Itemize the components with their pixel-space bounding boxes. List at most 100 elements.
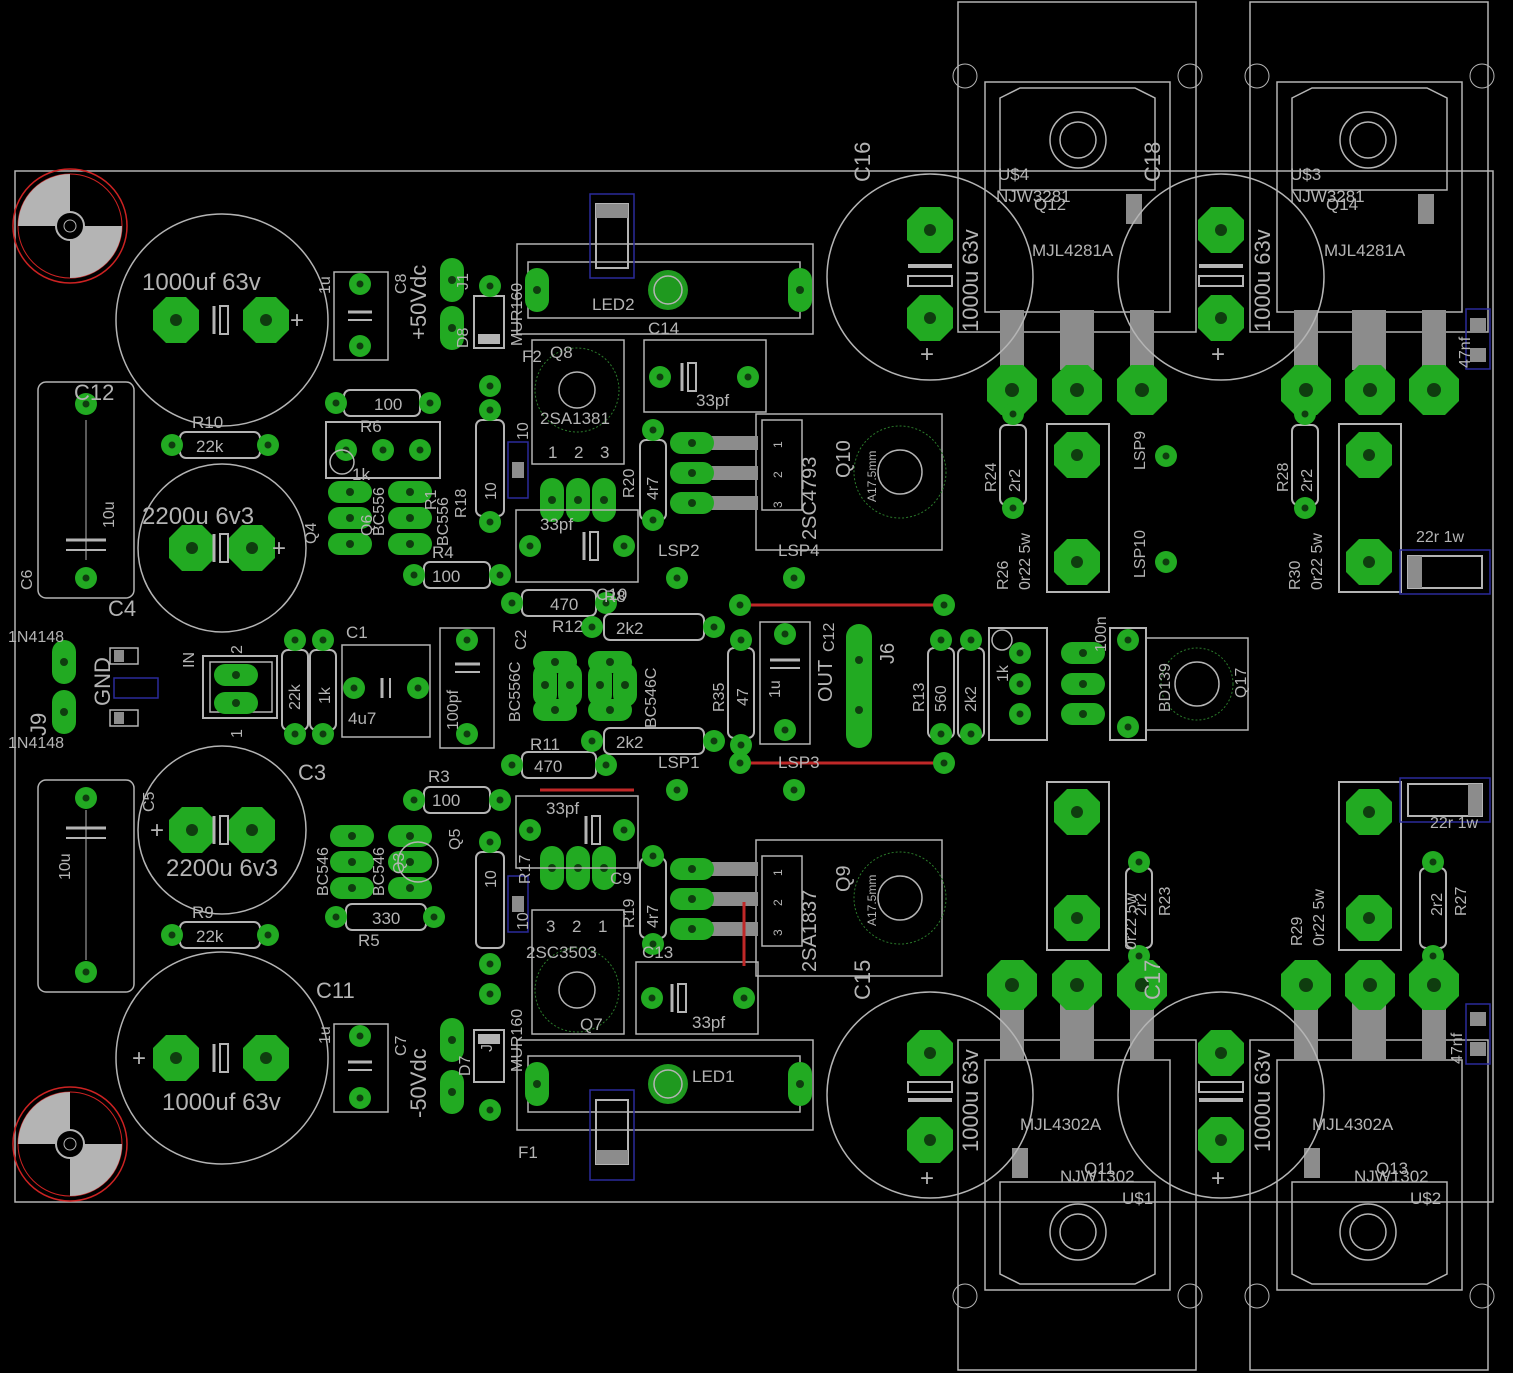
label-1n4148-a: 1N4148 [8, 629, 64, 646]
label-c17: C17 [1140, 960, 1165, 1000]
plus-c15: + [920, 1165, 934, 1192]
label-njw1302-a: NJW1302 [1060, 1167, 1135, 1186]
label-22r-top: 22r 1w [1416, 529, 1464, 546]
label-q11: Q11 [1084, 1159, 1115, 1178]
label-q7-pin1: 1 [598, 917, 607, 936]
plus-c16: + [920, 341, 934, 368]
resistor-r7 [581, 727, 725, 755]
diode-d8 [473, 275, 505, 397]
label-c18: C18 [1140, 142, 1165, 182]
label-q9-pin2: 2 [771, 899, 785, 906]
resistor-r10 [161, 431, 279, 459]
label-c16: C16 [850, 142, 875, 182]
label-r4: R4 [432, 543, 454, 562]
label-q8-pin2: 2 [574, 443, 583, 462]
label-c5-value: 10u [57, 853, 74, 880]
label-r23: R23 [1157, 887, 1174, 916]
trace-pad [933, 594, 955, 616]
label-njw3281-b: NJW3281 [1290, 187, 1365, 206]
label-us2: U$2 [1410, 1189, 1441, 1208]
label-mjl4302a-b: MJL4302A [1312, 1115, 1394, 1134]
label-c14-value: 33pf [696, 391, 729, 410]
label-c2: C2 [513, 629, 530, 650]
label-c3: C3 [298, 760, 326, 785]
resistor-r28 [1291, 403, 1319, 519]
label-in: IN [181, 652, 198, 668]
label-r10-value: 22k [196, 437, 224, 456]
label-r17-10: 10 [515, 912, 532, 930]
label-d7: D7 [457, 1055, 474, 1076]
resistor-100-top [325, 389, 441, 417]
label-q3: Q3 [391, 853, 408, 874]
capacitor-c9 [515, 795, 639, 869]
label-r14-value: 2k2 [963, 686, 980, 712]
label-bc556-a: BC556 [371, 487, 388, 536]
label-q8-pin1: 1 [548, 443, 557, 462]
transistor-pair-input [533, 651, 637, 721]
board-outline [14, 170, 1494, 1203]
label-a175-q10: A17.5mm [865, 451, 879, 502]
label-r13-value: 560 [933, 685, 950, 712]
label-us4: U$4 [998, 165, 1029, 184]
label-c8-value: 1u [317, 276, 334, 294]
label-c9: C9 [610, 869, 632, 888]
resistor-r24 [999, 403, 1027, 519]
label-lsp4: LSP4 [778, 541, 820, 560]
label-r8-value: 2k2 [616, 619, 643, 638]
label-r17-value: 10 [483, 870, 500, 888]
label-c16-value: 1000u 63v [958, 229, 983, 332]
resistor-r6 [325, 421, 441, 479]
label-minus50: -50Vdc [406, 1048, 431, 1118]
label-c4-value: 2200u 6v3 [142, 503, 254, 530]
capacitor-c11 [115, 951, 329, 1165]
mounting-hole-top [12, 168, 128, 284]
label-q10-pin1: 1 [771, 441, 785, 448]
output-pads-bottom [987, 960, 1459, 1010]
label-r20-value: 4r7 [645, 477, 662, 500]
label-c4: C4 [108, 596, 136, 621]
capacitor-c10 [515, 509, 639, 583]
resistor-r20 [639, 419, 667, 531]
label-bc556-b: BC556 [435, 497, 452, 546]
label-c12-left: C12 [74, 380, 114, 405]
label-c9-value: 33pf [546, 799, 579, 818]
resistor-r13-r14 [927, 629, 985, 745]
label-r30: R30 [1287, 561, 1304, 590]
label-100n: 100n [1093, 616, 1110, 652]
label-c18-value: 1000u 63v [1250, 229, 1275, 332]
resistor-r9 [161, 921, 279, 949]
label-r3: R3 [428, 767, 450, 786]
resistor-r4 [403, 561, 511, 589]
plus-c3: + [150, 817, 164, 844]
input-resistors [281, 629, 337, 745]
label-r12: R12 [552, 617, 583, 636]
label-c6: C6 [19, 569, 36, 590]
label-bc546-a: BC546 [315, 847, 332, 896]
label-r5-value: 330 [372, 909, 400, 928]
label-mjl4281a-a: MJL4281A [1032, 241, 1114, 260]
label-r1-value: 1k [317, 686, 334, 704]
label-c7-value: 1u [317, 1026, 334, 1044]
jack-j9 [52, 640, 159, 734]
lsp1-pad [666, 779, 688, 801]
label-q17: Q17 [1233, 668, 1250, 698]
input-connector [202, 655, 278, 719]
label-r7-value: 2k2 [616, 733, 643, 752]
transistor-q13-outline [1244, 1000, 1495, 1371]
label-mjl4302a-a: MJL4302A [1020, 1115, 1102, 1134]
capacitor-c4 [137, 463, 307, 633]
label-r29: R29 [1289, 917, 1306, 946]
label-q5: Q5 [447, 829, 464, 850]
capacitor-c7 [333, 1023, 389, 1113]
label-r26-value: 0r22 5w [1017, 533, 1034, 590]
label-q12: Q12 [1034, 195, 1066, 214]
label-r29-value: 0r22 5w [1311, 889, 1328, 946]
capacitor-47nf-bottom [1465, 1003, 1491, 1065]
label-r28-value: 2r2 [1299, 469, 1316, 492]
capacitor-c12 [115, 213, 329, 427]
label-q14: Q14 [1326, 195, 1358, 214]
lsp2-pad [666, 567, 688, 589]
capacitor-c17 [1117, 991, 1325, 1199]
label-led2: LED2 [592, 295, 635, 314]
